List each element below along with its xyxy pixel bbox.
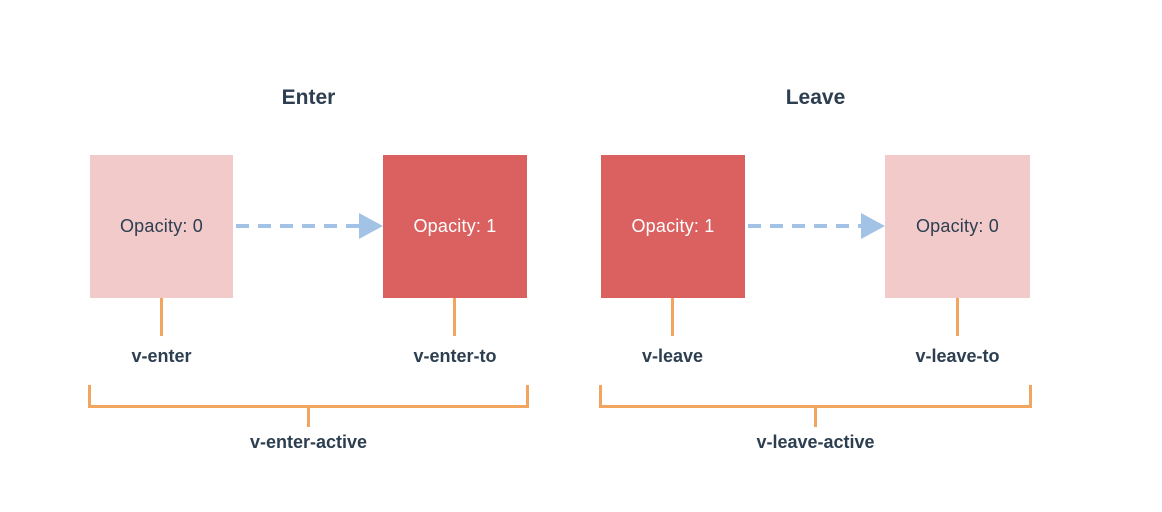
to-class-label: v-enter-to — [413, 346, 497, 366]
transition-arrow — [745, 213, 885, 239]
opacity-value-label: Opacity: 0 — [119, 216, 204, 236]
transition-arrow — [233, 213, 383, 239]
opacity-value-label: Opacity: 1 — [631, 216, 715, 236]
from-class-label: v-enter — [131, 346, 192, 366]
opacity-value-label: Opacity: 1 — [413, 216, 497, 236]
to-class-label: v-leave-to — [915, 346, 1000, 366]
connector-stem — [160, 298, 163, 336]
section-title: Leave — [785, 86, 846, 109]
opacity-value-label: Opacity: 0 — [915, 216, 1000, 236]
arrow-head-icon — [861, 213, 885, 239]
bracket-center-tick — [814, 405, 817, 427]
transition-from-box: Opacity: 1 — [601, 155, 745, 298]
bracket-center-tick — [307, 405, 310, 427]
dashed-line — [236, 224, 360, 228]
transition-from-box: Opacity: 0 — [90, 155, 233, 298]
transition-to-box: Opacity: 0 — [885, 155, 1030, 298]
from-class-label: v-leave — [641, 346, 704, 366]
active-class-label: v-leave-active — [756, 432, 875, 452]
section-leave: Leave Opacity: 1 Opacity: 0 v-leave v-le… — [599, 0, 1032, 512]
connector-stem — [671, 298, 674, 336]
section-enter: Enter Opacity: 0 Opacity: 1 v-enter v-en… — [88, 0, 529, 512]
active-class-label: v-enter-active — [249, 432, 368, 452]
connector-stem — [453, 298, 456, 336]
section-title: Enter — [281, 86, 336, 109]
arrow-head-icon — [359, 213, 383, 239]
connector-stem — [956, 298, 959, 336]
dashed-line — [748, 224, 862, 228]
transition-to-box: Opacity: 1 — [383, 155, 527, 298]
